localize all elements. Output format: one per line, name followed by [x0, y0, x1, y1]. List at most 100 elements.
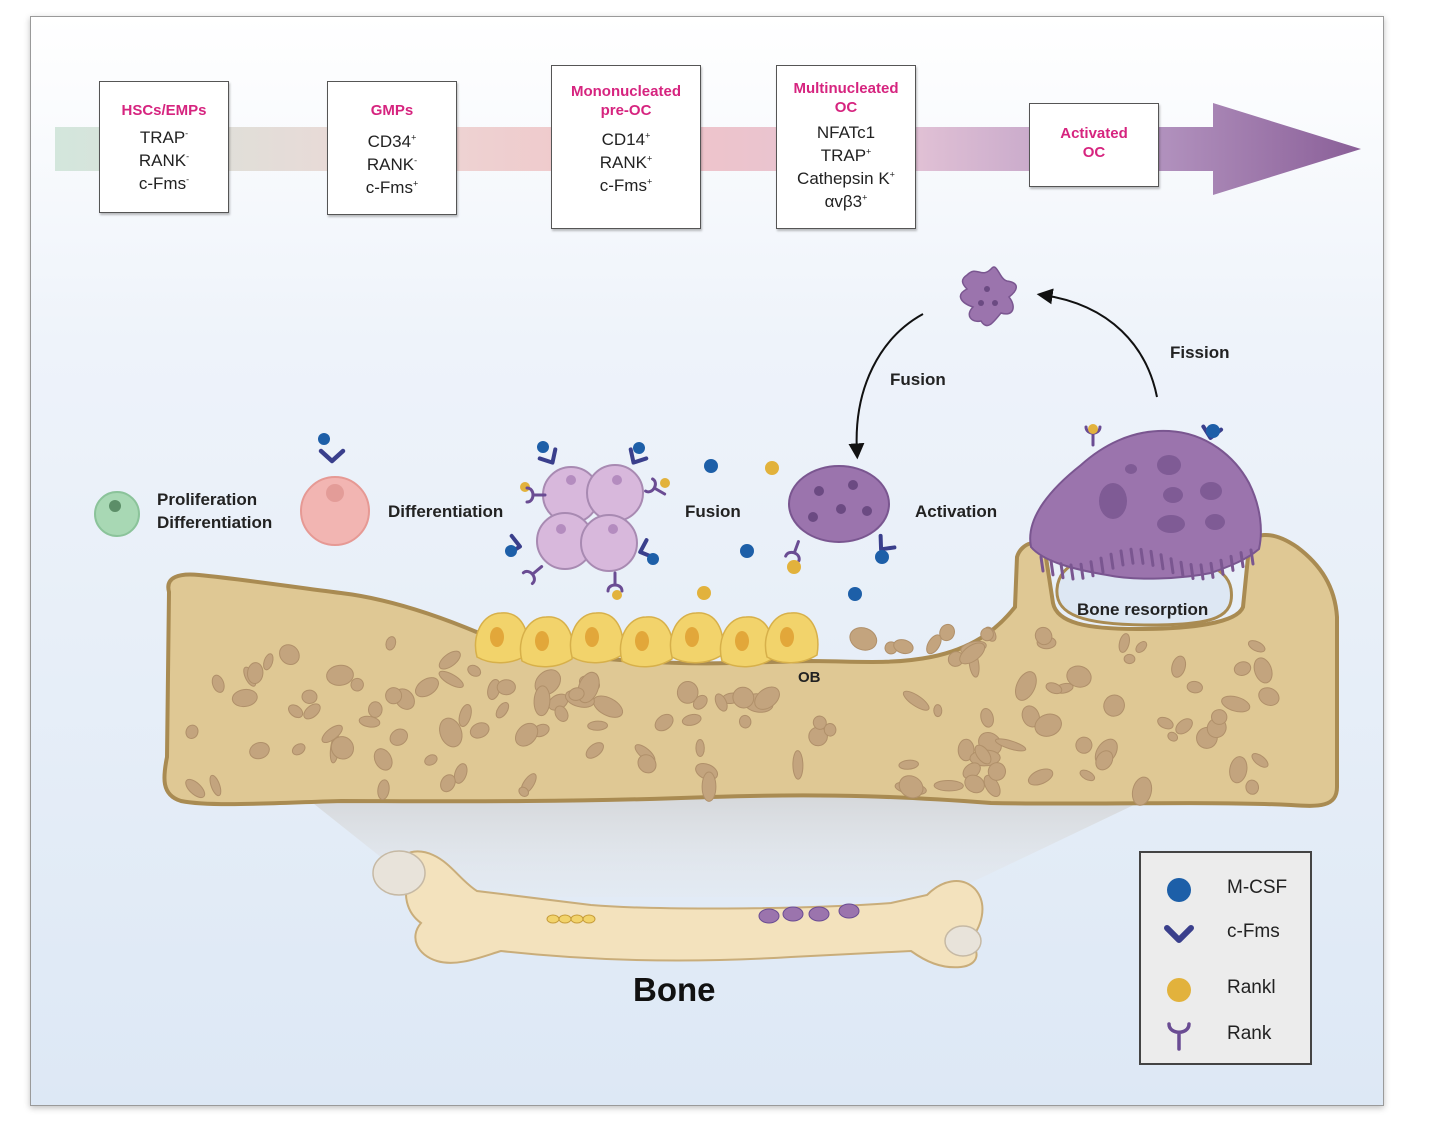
- fission-curved-arrow: [1036, 288, 1158, 398]
- stage-title: Mononucleated pre-OC: [570, 83, 681, 119]
- bone-pore: [1229, 756, 1248, 784]
- legend: M-CSF c-Fms Rankl Rank: [1139, 851, 1312, 1065]
- bone-pore: [1167, 731, 1179, 742]
- magnification-cone: [299, 792, 1161, 897]
- pre-osteoclast-cluster-icon: [536, 464, 644, 572]
- bone-pore: [585, 742, 604, 759]
- ruffled-border-villus: [1089, 560, 1095, 578]
- bone-pore: [980, 707, 994, 728]
- bone-pore: [326, 664, 354, 686]
- legend-item-rankl: Rankl: [1141, 969, 1311, 1009]
- mcsf-molecule: [537, 441, 549, 453]
- label-bone: Bone: [633, 971, 716, 1008]
- ruffled-border-villus: [1159, 553, 1165, 571]
- bone-pores: [185, 623, 1280, 806]
- activated-osteoclast-icon: [1029, 429, 1262, 581]
- stage-marker: TRAP+: [820, 146, 872, 165]
- bone-pore: [185, 778, 206, 799]
- stage-title: GMPs: [370, 102, 414, 119]
- ruffled-border-villus: [1129, 547, 1135, 565]
- mcsf-molecule: [875, 550, 889, 564]
- y-receptor-icon: [1167, 1022, 1191, 1051]
- bone-pore: [959, 642, 986, 665]
- rankl-molecule: [612, 590, 622, 600]
- bone-pore: [249, 741, 270, 760]
- bone-pore: [1175, 718, 1193, 735]
- stage-marker: CD34+: [367, 132, 417, 151]
- gmp-cell-icon: [300, 433, 370, 546]
- bone-pore: [389, 728, 409, 746]
- label-fusion-cycle: Fusion: [890, 370, 946, 389]
- rankl-molecule: [787, 560, 801, 574]
- bone-pore: [980, 627, 994, 642]
- label-activation: Activation: [915, 502, 998, 521]
- bone-pore: [654, 713, 674, 732]
- label-proliferation: Proliferation: [157, 490, 258, 509]
- bone-pore: [933, 704, 943, 718]
- label-differentiation-hsc: Differentiation: [157, 513, 273, 532]
- cfms-receptor: [628, 447, 649, 465]
- bone-pore: [1027, 768, 1054, 786]
- osteoblast-nucleus: [490, 627, 504, 647]
- bone-pore: [1247, 640, 1266, 653]
- gmp-cfms-receptor-icon: [318, 433, 346, 464]
- rankl-molecule: [765, 461, 779, 475]
- mcsf-molecule: [704, 459, 718, 473]
- bone-pore: [792, 750, 804, 780]
- bone-pore: [385, 687, 403, 705]
- bone-pore: [714, 693, 728, 712]
- bone-pore: [439, 717, 463, 748]
- label-fusion-cluster: Fusion: [685, 502, 741, 521]
- bone-pore: [1251, 753, 1269, 768]
- bone-pore: [1258, 687, 1280, 706]
- ruffled-border-villus: [1039, 555, 1045, 573]
- bone-pore: [754, 686, 780, 710]
- ruffled-border-villus: [1149, 549, 1155, 567]
- bone-pore: [1135, 641, 1148, 653]
- fusion-curved-arrow: [848, 313, 924, 460]
- label-fission: Fission: [1170, 343, 1230, 362]
- bone-pore: [1095, 750, 1114, 771]
- stage-marker: RANK+: [599, 153, 653, 172]
- bone-pore: [637, 754, 657, 774]
- legend-label: Rank: [1227, 1023, 1272, 1044]
- bone-pore: [898, 759, 919, 770]
- bone-pore: [467, 664, 482, 677]
- bone-pore: [438, 650, 461, 670]
- bone-pore: [994, 738, 1027, 752]
- cfms-receptor: [537, 447, 558, 465]
- bone-pore: [695, 739, 705, 757]
- bone-pore: [1045, 682, 1063, 695]
- bone-pore: [415, 677, 439, 698]
- ruffled-border-villus: [1119, 549, 1125, 567]
- mcsf-molecule: [647, 553, 659, 565]
- bone-pore: [701, 771, 717, 802]
- ruffled-border-villus: [1059, 562, 1065, 580]
- stage-marker: c-Fms-: [138, 174, 190, 193]
- bone-pore: [1034, 626, 1053, 646]
- osteoclast-differentiation-diagram: [55, 103, 1361, 969]
- bone-pore: [263, 653, 274, 671]
- bone-pore: [385, 636, 397, 651]
- hsc-cell-icon: [94, 491, 140, 537]
- ruffled-border-villus: [1049, 559, 1055, 577]
- bone-pore: [1131, 776, 1153, 806]
- bone-pore: [350, 677, 364, 692]
- ruffled-border-villus: [1229, 554, 1235, 572]
- legend-label: M-CSF: [1227, 877, 1288, 898]
- stage-marker: c-Fms+: [365, 178, 419, 197]
- rank-receptor: [525, 486, 547, 504]
- bone-pore: [974, 744, 992, 765]
- stage-marker: RANK-: [366, 155, 418, 174]
- ruffled-border-villus: [1179, 560, 1185, 578]
- stage-marker: RANK-: [138, 151, 190, 170]
- bone-pore: [495, 702, 510, 719]
- bone-pore: [1075, 736, 1093, 754]
- bone-pore: [681, 713, 702, 726]
- ruffled-border-villus: [1169, 557, 1175, 575]
- stage-marker: Cathepsin K+: [797, 169, 895, 188]
- bone-pore: [438, 670, 464, 689]
- bone-osteoblast-cluster-icon: [546, 914, 596, 924]
- osteoblast-layer: [474, 612, 819, 668]
- legend-label: Rankl: [1227, 977, 1276, 998]
